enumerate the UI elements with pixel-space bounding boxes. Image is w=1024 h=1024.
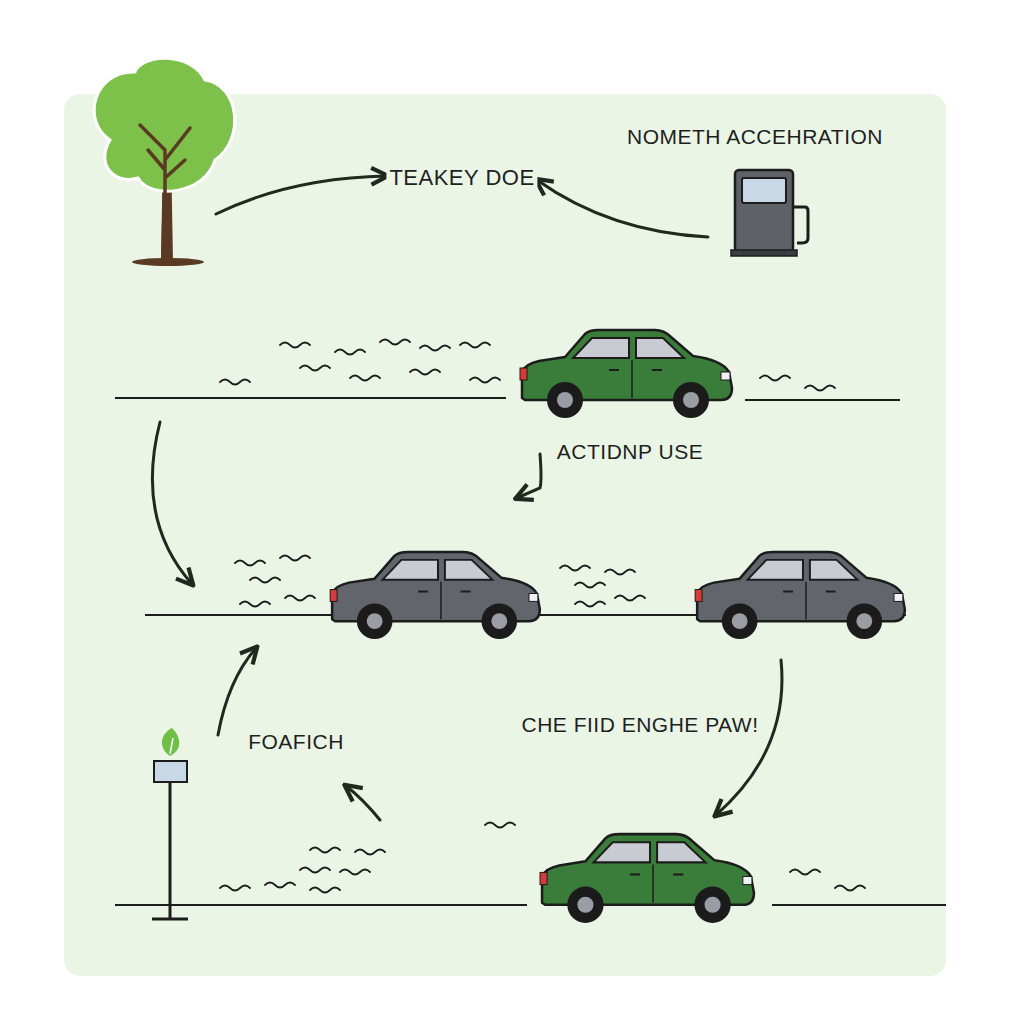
speed-line bbox=[760, 376, 790, 381]
speed-line bbox=[805, 386, 835, 391]
speed-line bbox=[485, 823, 515, 828]
flow-arrow bbox=[152, 176, 782, 820]
speed-line bbox=[380, 340, 410, 345]
speed-line bbox=[575, 602, 605, 607]
speed-line bbox=[835, 886, 865, 891]
speed-line bbox=[350, 376, 380, 381]
grey-car bbox=[330, 552, 540, 639]
speed-line bbox=[220, 380, 250, 385]
speed-line bbox=[310, 848, 340, 853]
speed-line bbox=[335, 350, 365, 355]
green-car bbox=[520, 330, 732, 418]
speed-line bbox=[265, 883, 295, 888]
diagram-label: NOMETH ACCEHRATION bbox=[624, 124, 886, 150]
speed-line bbox=[410, 370, 440, 375]
speed-line bbox=[235, 561, 265, 566]
speed-line bbox=[420, 346, 450, 351]
diagram-label: CHE FIID ENGHE PAW! bbox=[518, 712, 761, 738]
speed-line bbox=[340, 870, 370, 875]
speed-line bbox=[790, 870, 820, 875]
speed-line bbox=[250, 578, 280, 583]
speed-line bbox=[240, 602, 270, 607]
speed-line bbox=[300, 366, 330, 371]
green-car bbox=[540, 834, 754, 923]
speed-line bbox=[615, 596, 645, 601]
road-line bbox=[115, 398, 946, 905]
fuel-pump bbox=[731, 170, 808, 256]
speed-line bbox=[605, 570, 635, 575]
speed-line bbox=[220, 886, 250, 891]
tree bbox=[94, 58, 235, 266]
diagram-label: FOAFICH bbox=[245, 729, 347, 755]
grey-car bbox=[695, 552, 905, 639]
background-panel bbox=[64, 94, 946, 976]
speed-line bbox=[470, 378, 500, 383]
speed-line bbox=[310, 888, 340, 893]
eco-signpost bbox=[152, 728, 188, 919]
speed-line bbox=[460, 343, 490, 348]
speed-line bbox=[575, 583, 605, 588]
diagram-label: ACTIDNP USE bbox=[554, 439, 706, 465]
speed-line bbox=[285, 596, 315, 601]
speed-line bbox=[280, 343, 310, 348]
speed-line bbox=[355, 850, 385, 855]
speed-line bbox=[300, 868, 330, 873]
diagram-label: TEAKEY DOE bbox=[386, 164, 537, 192]
speed-line bbox=[280, 556, 310, 561]
speed-line bbox=[560, 566, 590, 571]
